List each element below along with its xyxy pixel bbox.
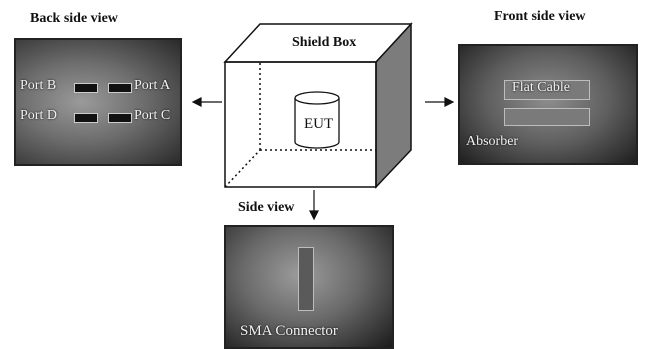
arrow-to-back-view-head [193,98,201,106]
eut-label: EUT [304,116,333,133]
arrow-to-front-view-head [445,98,453,106]
shield-box-label: Shield Box [292,35,356,51]
arrow-to-side-view-head [310,211,318,219]
